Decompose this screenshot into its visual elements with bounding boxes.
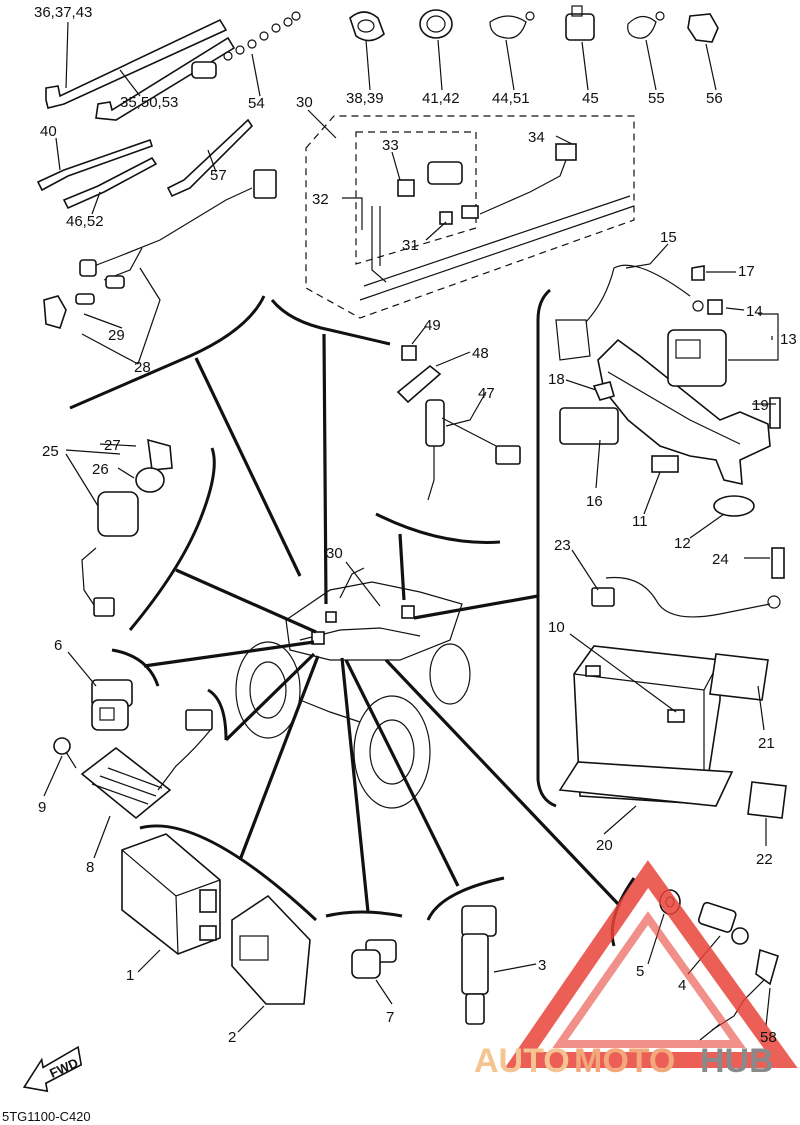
callout-1: 1 xyxy=(126,967,134,984)
callout-17: 17 xyxy=(738,263,755,280)
callout-23: 23 xyxy=(554,537,571,554)
callout-7: 7 xyxy=(386,1009,394,1026)
clip-44 xyxy=(489,11,535,39)
watermark-logo xyxy=(504,860,798,1068)
fwd-label: FWD xyxy=(47,1055,80,1081)
callout-12: 12 xyxy=(674,535,691,552)
callout-19: 19 xyxy=(752,397,769,414)
battery-lead xyxy=(591,547,785,618)
callout-2: 2 xyxy=(228,1029,236,1046)
callout-8: 8 xyxy=(86,859,94,876)
callout-57: 57 xyxy=(210,167,227,184)
watermark-auto: AUTO xyxy=(474,1042,570,1080)
harness-group-30 xyxy=(305,115,635,319)
bead-tie-54 xyxy=(191,11,301,79)
callout-41-42: 41,42 xyxy=(422,90,460,107)
callout-5: 5 xyxy=(636,963,644,980)
watermark-moto: MOTO xyxy=(574,1042,675,1080)
callout-9: 9 xyxy=(38,799,46,816)
battery-cover-21 xyxy=(709,653,769,701)
callout-11: 11 xyxy=(632,513,648,530)
callout-16: 16 xyxy=(586,493,603,510)
callout-20: 20 xyxy=(596,837,613,854)
rectifier-regulator xyxy=(53,709,213,820)
callout-15: 15 xyxy=(660,229,677,246)
callout-40: 40 xyxy=(40,123,57,140)
callout-46-52: 46,52 xyxy=(66,213,104,230)
callout-48: 48 xyxy=(472,345,489,362)
callout-32: 32 xyxy=(312,191,329,208)
callout-35-50-53: 35,50,53 xyxy=(120,94,178,111)
callout-45: 45 xyxy=(582,90,599,107)
callout-25: 25 xyxy=(42,443,59,460)
callout-21: 21 xyxy=(758,735,775,752)
callout-47: 47 xyxy=(478,385,495,402)
clamp-38 xyxy=(349,11,385,42)
cable-tie-35 xyxy=(95,36,236,121)
diagram-code: 5TG1100-C420 xyxy=(2,1109,91,1124)
battery-cover-22 xyxy=(747,781,787,819)
callout-56: 56 xyxy=(706,90,723,107)
callout-58: 58 xyxy=(760,1029,777,1046)
callout-13: 13 xyxy=(780,331,797,348)
gear-sensor-switch xyxy=(396,345,521,501)
sensor-4 xyxy=(697,901,749,945)
callout-18: 18 xyxy=(548,371,565,388)
clamp-56 xyxy=(687,13,719,43)
callout-28: 28 xyxy=(134,359,151,376)
callout-26: 26 xyxy=(92,461,109,478)
starter-relay-bracket xyxy=(555,264,781,517)
callout-4: 4 xyxy=(678,977,686,994)
watermark-hub: HUB xyxy=(700,1042,774,1080)
callout-22: 22 xyxy=(756,851,773,868)
callout-29: 29 xyxy=(108,327,125,344)
callout-33: 33 xyxy=(382,137,399,154)
speed-sensor-3 xyxy=(461,905,497,1025)
callout-6: 6 xyxy=(54,637,62,654)
cable-tie-36 xyxy=(45,18,228,109)
forward-arrow-icon: FWD xyxy=(22,1045,83,1093)
callout-24: 24 xyxy=(712,551,729,568)
battery-pad xyxy=(558,761,734,807)
clip-55 xyxy=(627,11,665,39)
callout-44-51: 44,51 xyxy=(492,90,530,107)
holder-45 xyxy=(565,5,595,41)
handle-switch xyxy=(81,438,173,617)
thermo-switch-6 xyxy=(91,679,133,731)
callout-49: 49 xyxy=(424,317,441,334)
switch-7 xyxy=(351,939,397,979)
watermark-text: AUTO MOTO HUB xyxy=(474,1042,774,1080)
callout-30b: 30 xyxy=(326,545,343,562)
unit-cover xyxy=(231,894,311,1005)
callout-31: 31 xyxy=(402,237,419,254)
atv-silhouette xyxy=(235,567,471,809)
callout-54: 54 xyxy=(248,95,265,112)
callout-36-37-43: 36,37,43 xyxy=(34,4,92,21)
cable-tie-40 xyxy=(36,138,154,192)
callout-30a: 30 xyxy=(296,94,313,111)
cable-tie-46 xyxy=(62,156,158,210)
callout-34: 34 xyxy=(528,129,545,146)
callout-3: 3 xyxy=(538,957,546,974)
callout-14: 14 xyxy=(746,303,763,320)
band-41 xyxy=(419,9,453,39)
cable-tie-57 xyxy=(166,118,254,198)
callout-10: 10 xyxy=(548,619,565,636)
callout-27: 27 xyxy=(104,437,121,454)
callout-38-39: 38,39 xyxy=(346,90,384,107)
cdi-unit xyxy=(121,833,221,955)
leader-lines xyxy=(69,288,636,947)
sub-lead-harness xyxy=(43,169,277,329)
callout-55: 55 xyxy=(648,90,665,107)
